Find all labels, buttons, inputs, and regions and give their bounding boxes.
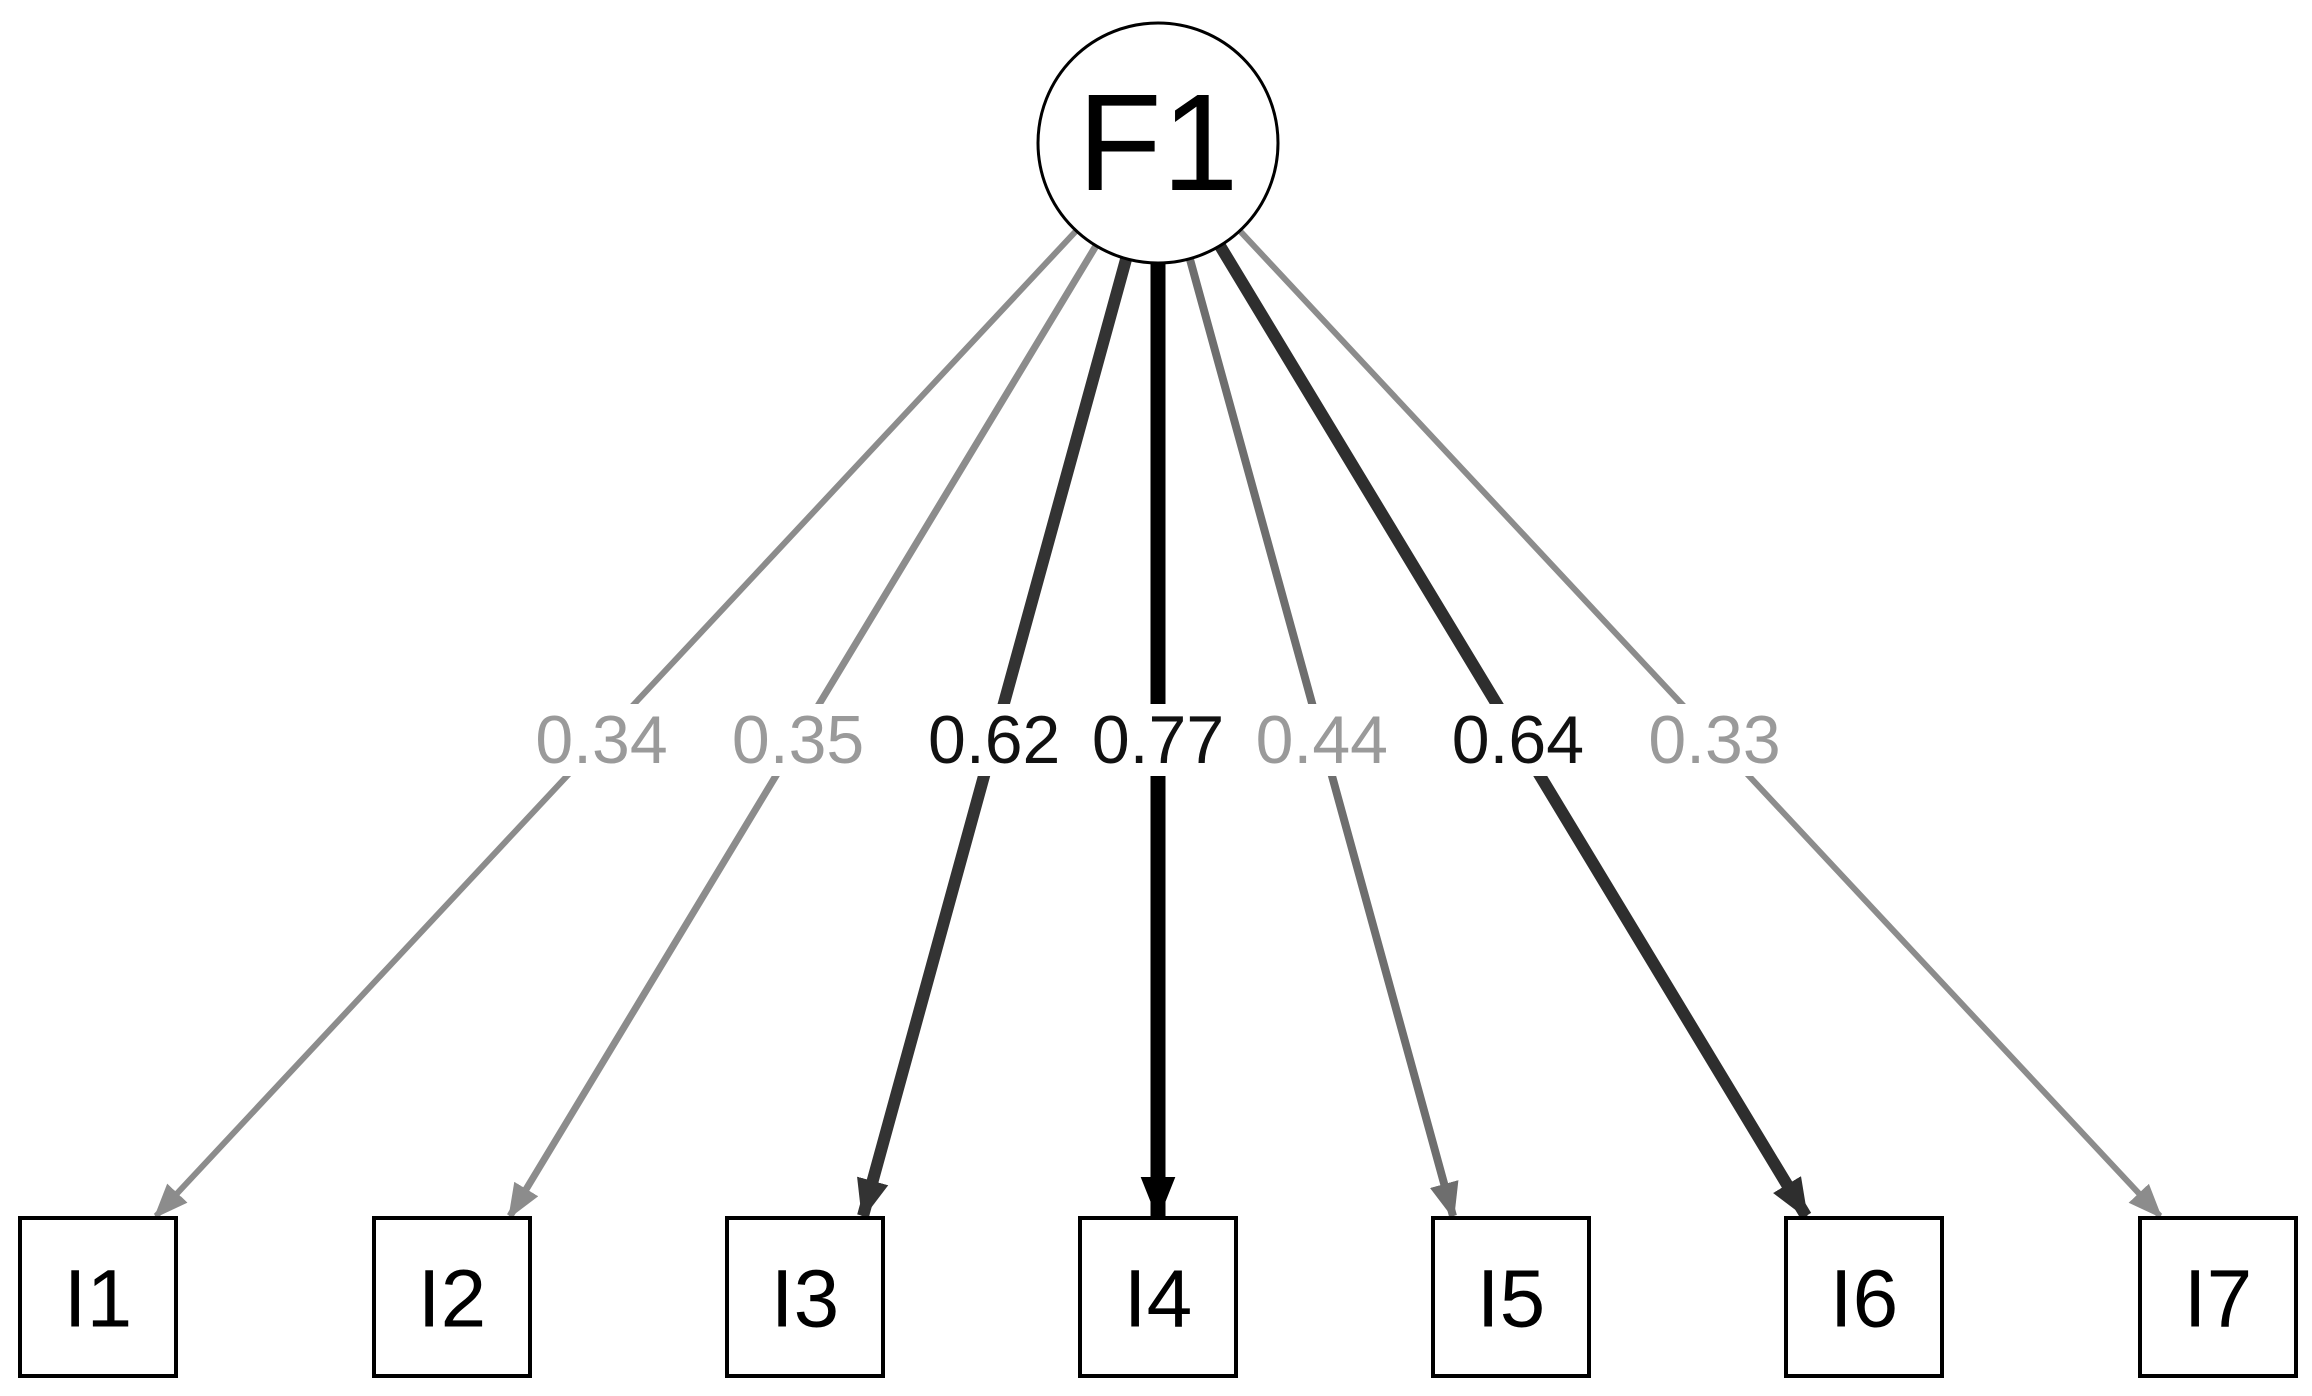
- loading-value-i6: 0.64: [1452, 702, 1584, 778]
- indicator-label-i4: I4: [1124, 1254, 1192, 1345]
- indicator-label-i3: I3: [771, 1254, 839, 1345]
- latent-factor-node: F1: [1036, 21, 1280, 265]
- loading-value-i7: 0.33: [1648, 702, 1780, 778]
- loading-value-i4: 0.77: [1092, 702, 1224, 778]
- loading-value-i1: 0.34: [535, 702, 667, 778]
- indicator-label-i2: I2: [418, 1254, 486, 1345]
- indicator-label-i5: I5: [1477, 1254, 1545, 1345]
- indicator-label-i1: I1: [64, 1254, 132, 1345]
- loading-label-bg-i7: [1644, 704, 1785, 776]
- loading-labels: 0.34 0.35 0.62 0.77 0.44 0.64 0.33: [531, 702, 1785, 778]
- indicator-node-i4: I4: [1078, 1216, 1238, 1378]
- latent-factor-label: F1: [1077, 66, 1238, 220]
- loading-value-i5: 0.44: [1256, 702, 1388, 778]
- indicator-node-i7: I7: [2138, 1216, 2298, 1378]
- loading-label-bg-i6: [1447, 704, 1588, 776]
- indicator-node-i2: I2: [372, 1216, 532, 1378]
- loading-label-bg-i3: [924, 704, 1065, 776]
- loading-value-i2: 0.35: [732, 702, 864, 778]
- loading-label-bg-i5: [1251, 704, 1392, 776]
- indicator-node-i3: I3: [725, 1216, 885, 1378]
- indicator-label-i7: I7: [2184, 1254, 2252, 1345]
- loading-value-i3: 0.62: [928, 702, 1060, 778]
- indicator-node-i5: I5: [1431, 1216, 1591, 1378]
- indicator-label-i6: I6: [1830, 1254, 1898, 1345]
- indicator-node-i6: I6: [1784, 1216, 1944, 1378]
- indicator-node-i1: I1: [18, 1216, 178, 1378]
- loading-label-bg-i2: [728, 704, 869, 776]
- loading-label-bg-i4: [1088, 704, 1228, 776]
- loading-label-bg-i1: [531, 704, 672, 776]
- indicator-nodes: I1 I2 I3 I4 I5 I6 I7: [18, 1216, 2298, 1378]
